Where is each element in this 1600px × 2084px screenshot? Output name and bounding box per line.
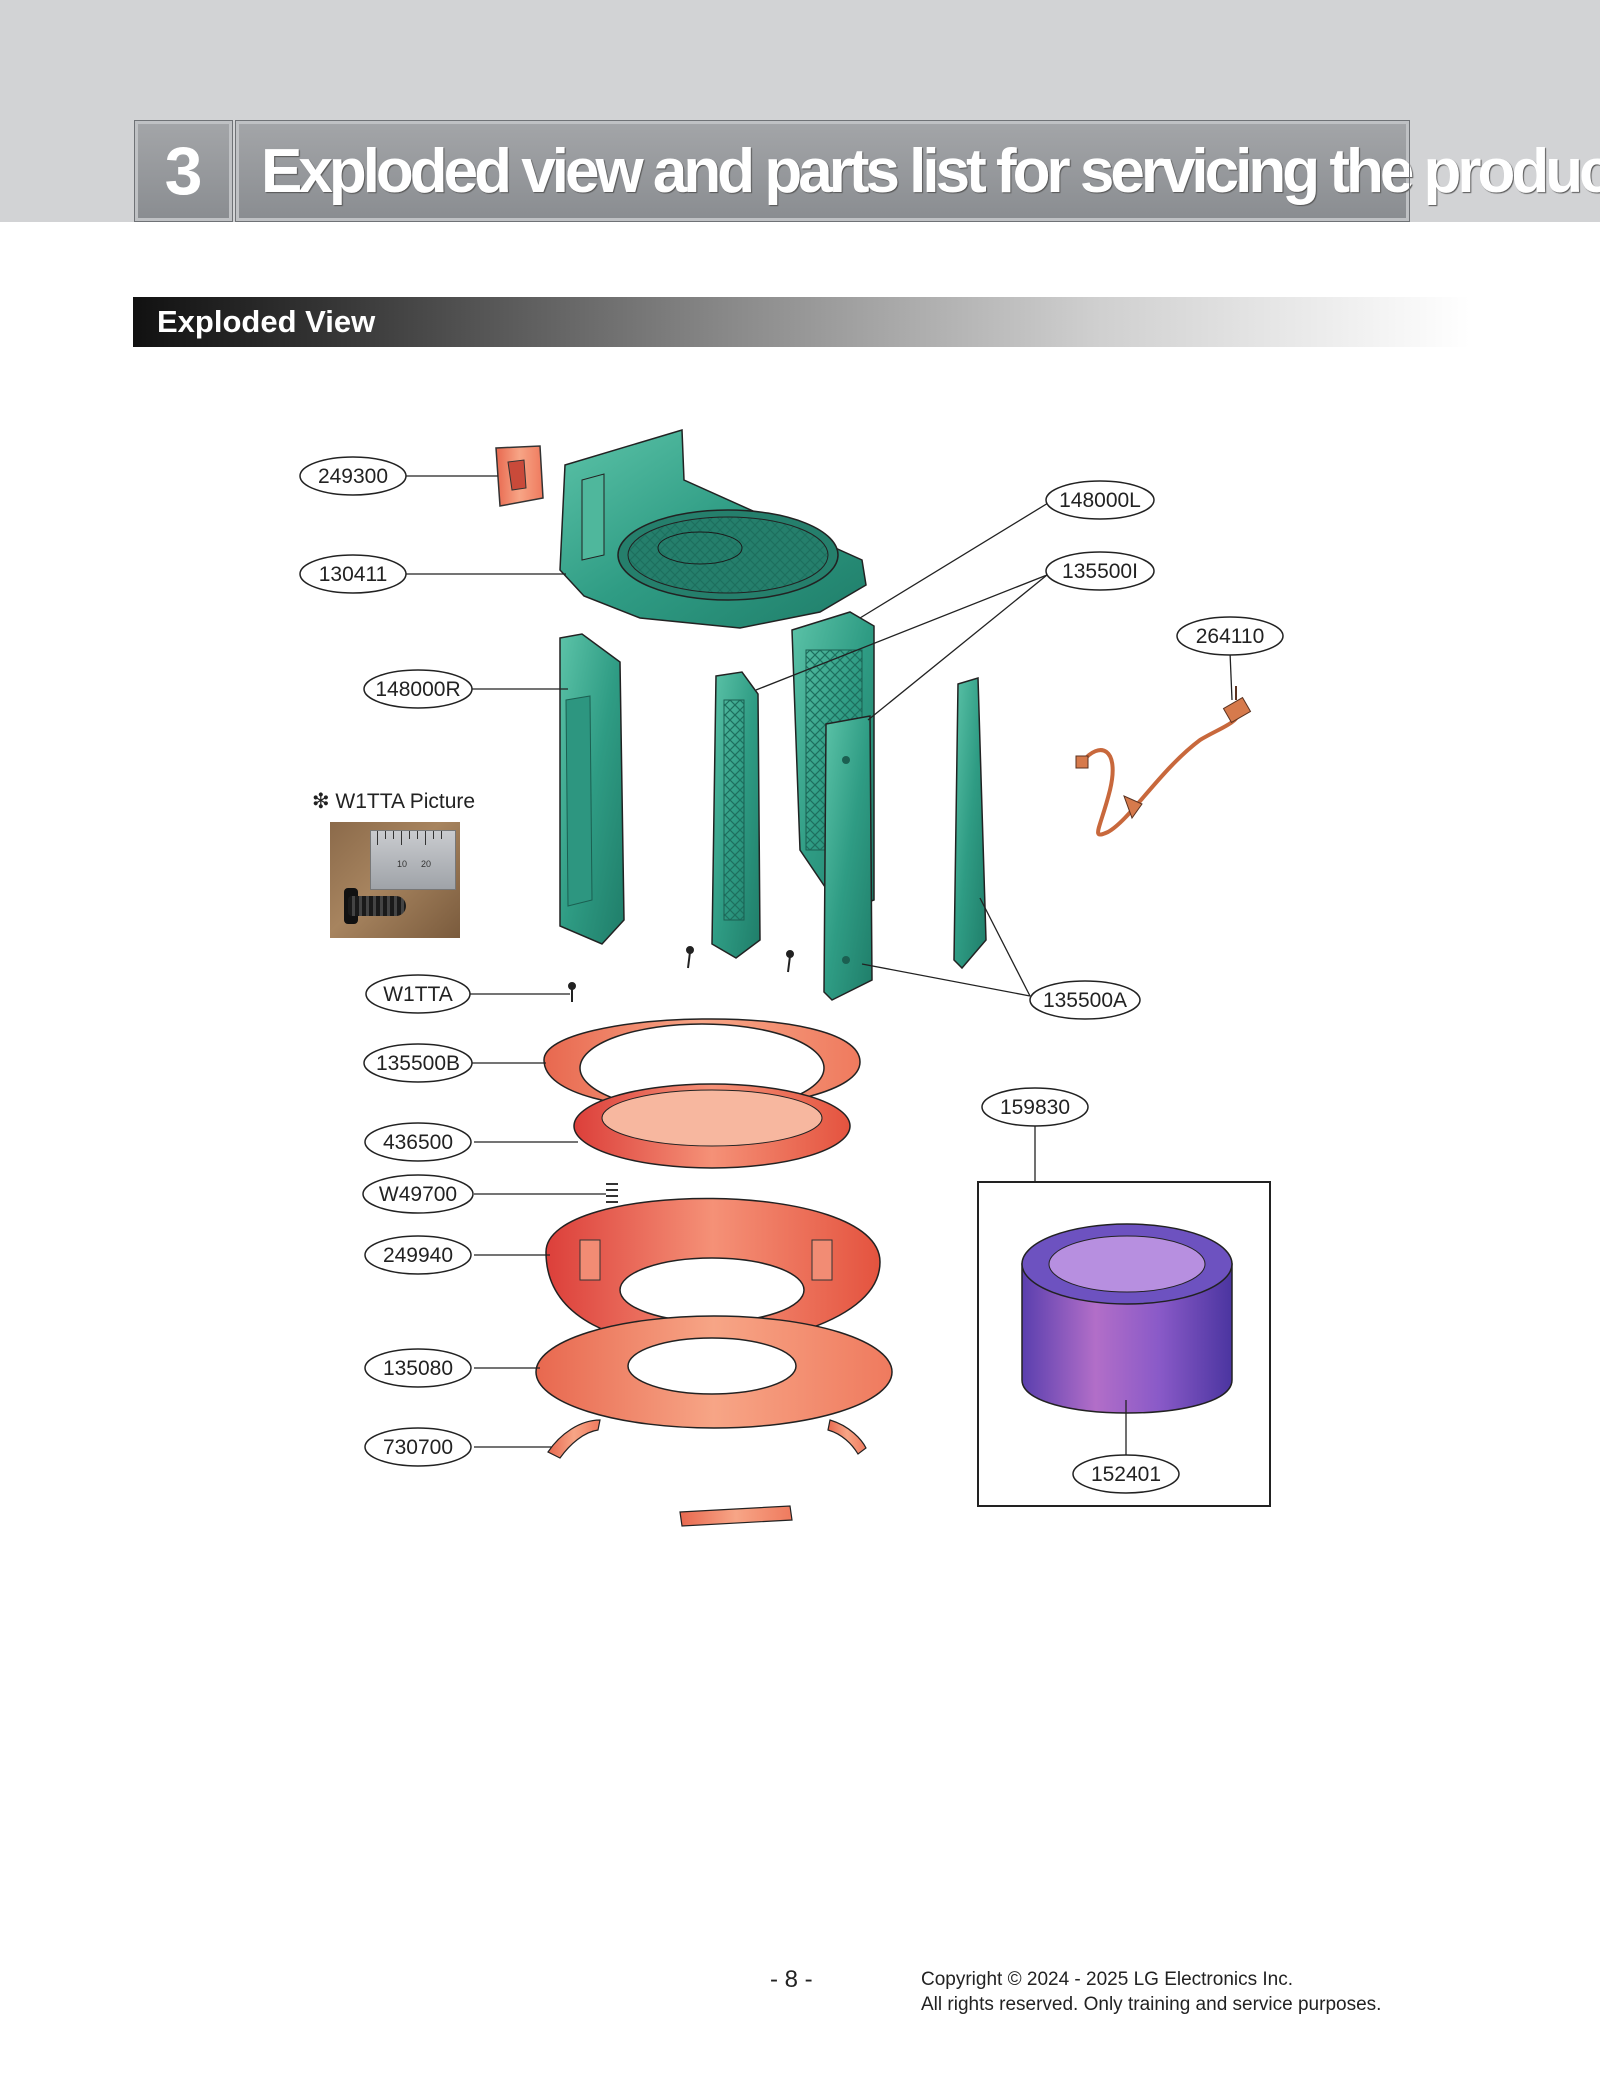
svg-text:135500I: 135500I	[1062, 560, 1138, 583]
callout-135080: 135080	[364, 1348, 472, 1388]
callout-159830: 159830	[981, 1087, 1089, 1127]
svg-text:159830: 159830	[1000, 1096, 1070, 1119]
callout-135500A: 135500A	[1029, 980, 1141, 1020]
svg-text:148000R: 148000R	[375, 678, 460, 701]
callout-W49700: W49700	[362, 1174, 474, 1214]
svg-text:249940: 249940	[383, 1244, 453, 1267]
svg-text:264110: 264110	[1196, 625, 1265, 648]
callout-730700: 730700	[364, 1427, 472, 1467]
svg-text:135500A: 135500A	[1043, 989, 1127, 1012]
callout-249300: 249300	[299, 456, 407, 496]
callout-436500: 436500	[364, 1122, 472, 1162]
part-135500A-side	[953, 677, 987, 970]
page-number: - 8 -	[770, 1966, 813, 1993]
callout-148000R: 148000R	[363, 669, 473, 709]
part-135500I-rib	[711, 671, 761, 959]
chapter-title: Exploded view and parts list for servici…	[235, 120, 1600, 222]
part-159830-filter-box	[977, 1181, 1271, 1507]
part-249300	[495, 445, 544, 507]
part-264110-power-cord	[1075, 686, 1252, 837]
svg-text:W49700: W49700	[379, 1183, 457, 1206]
ruler-mark-10: 10	[397, 859, 408, 869]
leader-lines	[406, 475, 1233, 1460]
svg-text:148000L: 148000L	[1059, 489, 1141, 512]
part-135080-bottom-plate	[535, 1315, 893, 1429]
ruler-mark-20: 20	[421, 859, 432, 869]
svg-text:249300: 249300	[318, 465, 388, 488]
ruler: 10 20	[370, 830, 456, 890]
svg-text:152401: 152401	[1091, 1463, 1161, 1486]
callout-152401: 152401	[1072, 1454, 1180, 1494]
callout-135500B: 135500B	[363, 1043, 473, 1083]
part-130411	[559, 429, 867, 629]
callout-264110: 264110	[1176, 616, 1284, 656]
part-152401-filter	[1021, 1223, 1233, 1414]
photo-caption: ❇ W1TTA Picture	[312, 790, 476, 813]
svg-text:130411: 130411	[319, 563, 388, 586]
callout-249940: 249940	[364, 1235, 472, 1275]
svg-text:W1TTA: W1TTA	[383, 983, 453, 1006]
svg-text:436500: 436500	[383, 1131, 453, 1154]
callout-135500I: 135500I	[1045, 551, 1155, 591]
copyright-line-1: Copyright © 2024 - 2025 LG Electronics I…	[921, 1969, 1294, 1990]
w1tta-photo: 10 20	[330, 822, 460, 938]
part-148000R	[559, 633, 625, 945]
part-135500A-front	[823, 715, 873, 1001]
svg-text:730700: 730700	[383, 1436, 453, 1459]
callout-130411: 130411	[299, 554, 407, 594]
section-title: Exploded View	[133, 297, 1470, 347]
callout-148000L: 148000L	[1045, 480, 1155, 520]
chapter-number: 3	[134, 120, 233, 222]
svg-text:135500B: 135500B	[376, 1052, 460, 1075]
callout-W1TTA: W1TTA	[365, 974, 471, 1014]
part-436500-ring	[573, 1083, 851, 1169]
copyright-line-2: All rights reserved. Only training and s…	[921, 1994, 1382, 2015]
copyright: Copyright © 2024 - 2025 LG Electronics I…	[921, 1967, 1381, 2017]
svg-text:135080: 135080	[383, 1357, 453, 1380]
screw-shank	[348, 896, 406, 916]
part-730700-feet	[547, 1419, 867, 1527]
